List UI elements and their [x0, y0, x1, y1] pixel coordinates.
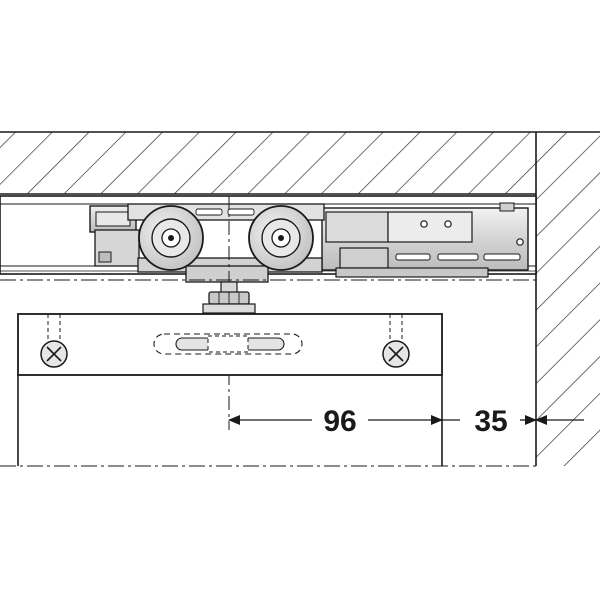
dimension-96: 96 — [228, 405, 443, 438]
dimension-label-96: 96 — [323, 405, 356, 438]
dimension-label-35: 35 — [474, 405, 507, 438]
wall-section — [535, 132, 600, 466]
dimension-35: 35 — [442, 405, 584, 438]
fixing-screw-left-icon — [40, 340, 68, 368]
runner-wheel-right — [248, 205, 314, 271]
runner-wheel-left — [138, 205, 204, 271]
ceiling-section — [0, 131, 600, 195]
suspension-bolt — [202, 281, 256, 314]
soft-close-damper — [321, 202, 529, 278]
fixing-screw-right-icon — [382, 340, 410, 368]
door-suspension-plate — [17, 313, 443, 376]
